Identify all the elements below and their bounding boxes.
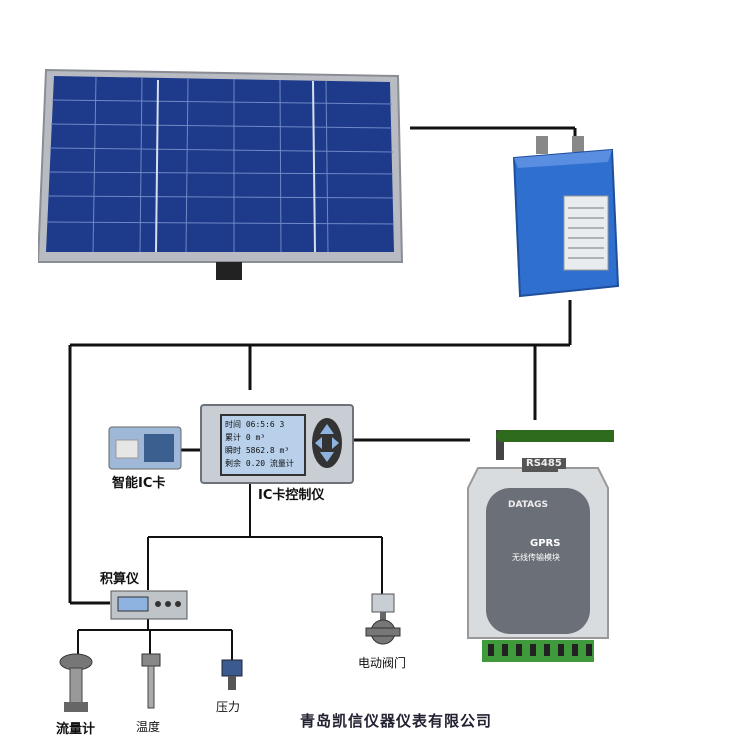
screen-line: 时间 06:5:6 3 <box>225 420 285 429</box>
battery-box <box>512 136 620 298</box>
module-brand: DATAGS <box>508 500 549 510</box>
controller-device: 时间 06:5:6 3 累计 0 m³ 瞬时 5862.8 m³ 剩余 0.20… <box>200 404 354 484</box>
ic-card-label: 智能IC卡 <box>112 476 166 491</box>
valve-label: 电动阀门 <box>358 656 407 670</box>
flowmeter-label: 流量计 <box>56 722 96 737</box>
navigation-keypad <box>312 418 342 468</box>
gprs-module <box>467 430 614 662</box>
module-title: GPRS <box>530 538 561 549</box>
module-subtitle: 无线传输模块 <box>512 553 560 562</box>
pressure-label: 压力 <box>216 700 241 714</box>
screen-line: 剩余 0.20 流量计 <box>225 459 294 468</box>
controller-label: IC卡控制仪 <box>258 488 325 503</box>
temperature-label: 温度 <box>136 720 161 734</box>
electric-valve-image <box>365 593 401 645</box>
screen-line: 瞬时 5862.8 m³ <box>225 446 290 455</box>
flowmeter-image <box>59 653 93 712</box>
company-name: 青岛凯信仪器仪表有限公司 <box>300 712 493 730</box>
temperature-sensor-image <box>141 653 161 709</box>
solar-panel <box>38 68 404 280</box>
screen-line: 累计 0 m³ <box>225 433 266 442</box>
integrator-label: 积算仪 <box>100 572 140 587</box>
rs485-port-label: RS485 <box>522 458 566 469</box>
ic-card-image <box>108 426 182 470</box>
integrator-device <box>110 590 188 620</box>
controller-screen: 时间 06:5:6 3 累计 0 m³ 瞬时 5862.8 m³ 剩余 0.20… <box>220 414 306 476</box>
pressure-sensor-image <box>221 659 243 690</box>
